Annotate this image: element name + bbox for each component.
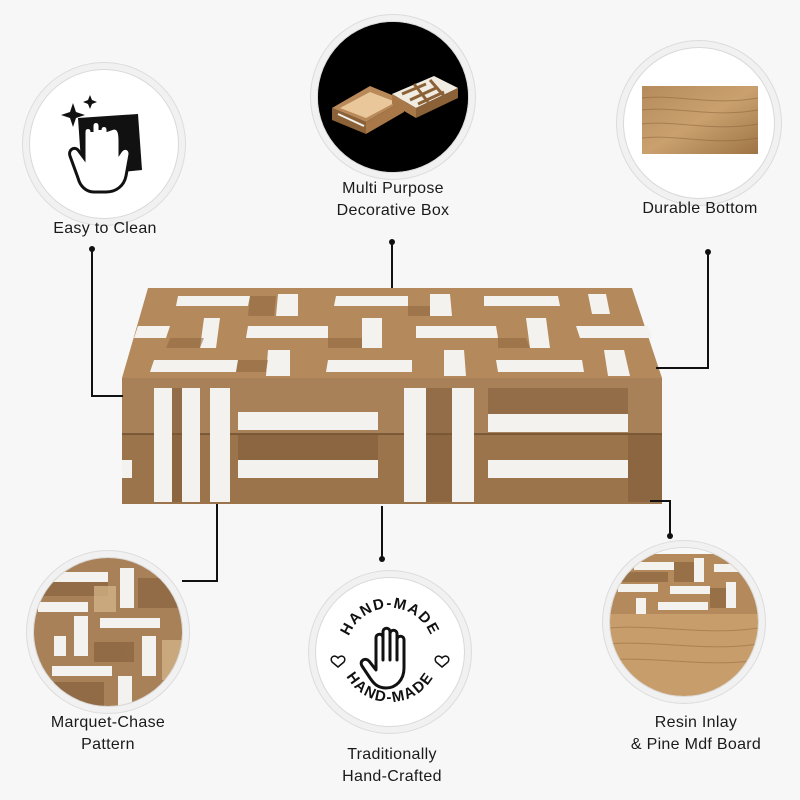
connector-dot xyxy=(379,556,385,562)
main-box-image xyxy=(122,288,662,504)
durable-bottom-label: Durable Bottom xyxy=(642,200,758,217)
open-box-image xyxy=(318,22,468,172)
sparkle-icon xyxy=(61,95,97,127)
connector-line xyxy=(391,242,393,288)
hand-crafted-label: Traditionally Hand-Crafted xyxy=(342,746,442,785)
pattern-closeup-image xyxy=(34,558,182,706)
resin-inlay-image xyxy=(610,548,758,696)
marquet-chase-label: Marquet-Chase Pattern xyxy=(50,714,166,753)
connector-line xyxy=(650,500,670,502)
connector-line xyxy=(182,580,218,582)
hand-made-circle: HAND-MADE HAND-MADE xyxy=(316,578,464,726)
resin-inlay-label: Resin Inlay & Pine Mdf Board xyxy=(630,714,762,753)
connector-line xyxy=(669,500,671,536)
connector-dot xyxy=(667,533,673,539)
connector-line xyxy=(381,506,383,558)
marquet-chase-circle xyxy=(34,558,182,706)
hand-made-badge: HAND-MADE HAND-MADE xyxy=(330,595,450,706)
multi-purpose-circle xyxy=(318,22,468,172)
connector-line xyxy=(656,367,709,369)
cleaning-cloth-icon xyxy=(61,95,142,194)
multi-purpose-label: Multi Purpose Decorative Box xyxy=(336,180,450,219)
hand-icon xyxy=(359,626,406,690)
durable-bottom-circle xyxy=(624,48,774,198)
connector-line xyxy=(216,504,218,582)
easy-clean-circle xyxy=(30,70,178,218)
wood-bottom-image xyxy=(641,86,759,154)
resin-inlay-circle xyxy=(610,548,758,696)
easy-clean-label: Easy to Clean xyxy=(53,220,157,237)
connector-line xyxy=(91,249,93,396)
connector-line xyxy=(707,252,709,368)
connector-line xyxy=(91,395,123,397)
heart-icon xyxy=(330,655,450,668)
